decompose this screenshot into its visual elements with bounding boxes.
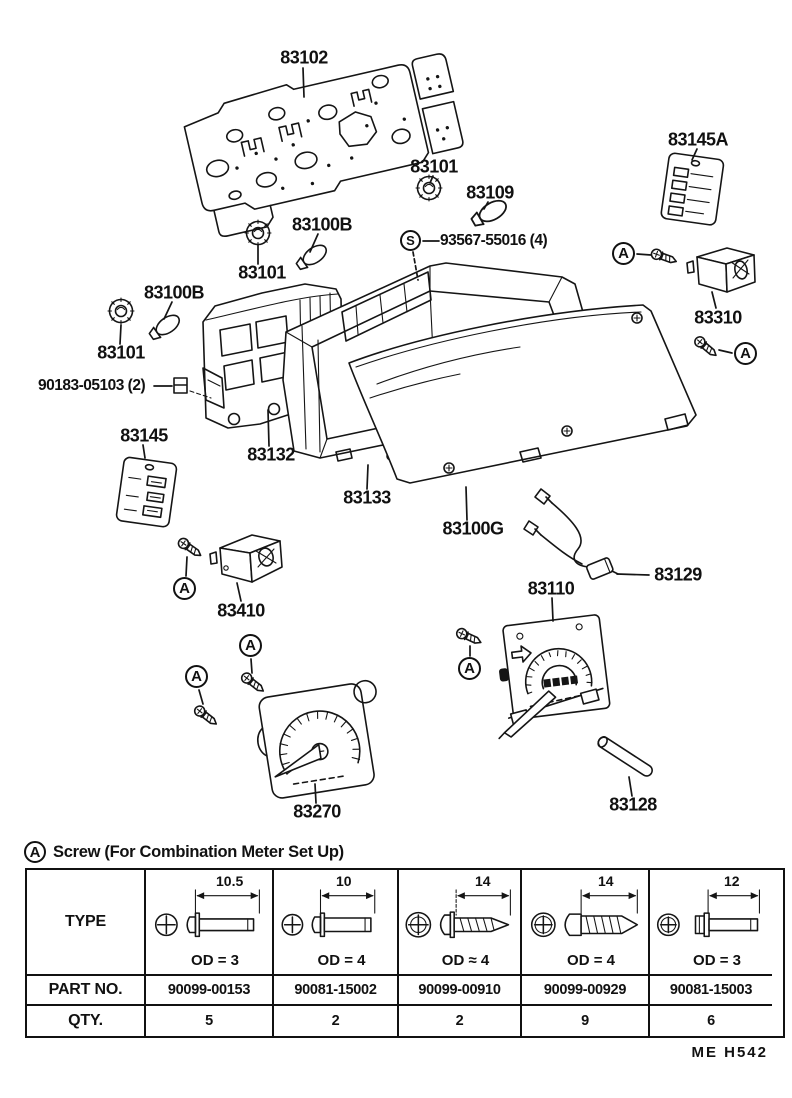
part-no-5: 90081-15003	[650, 976, 772, 1006]
screw-a-2	[692, 334, 720, 360]
part-label-83310: 83310	[694, 307, 742, 328]
speedometer-drawing	[498, 614, 611, 740]
bulb-socket-left	[107, 297, 135, 325]
qty-1: 5	[146, 1006, 274, 1036]
screw-length-3: 14	[475, 873, 491, 889]
screw-a-5	[191, 703, 221, 729]
table-header-qty: QTY.	[27, 1006, 146, 1036]
s-screw-marker: S	[400, 230, 421, 251]
part-label-83128: 83128	[609, 794, 657, 815]
wire-drawing	[523, 488, 619, 580]
part-label-83132: 83132	[247, 444, 295, 465]
screw-length-2: 10	[336, 873, 352, 889]
screw-marker-a-3: A	[173, 577, 196, 600]
qty-5: 6	[707, 1013, 715, 1029]
screw-length-5: 12	[724, 873, 740, 889]
screw-a-4	[238, 670, 268, 696]
part-label-83100g: 83100G	[442, 518, 504, 539]
screw-machine-10-icon	[280, 889, 375, 938]
screw-tapping-14a-icon	[404, 889, 511, 939]
gauge-83410-drawing	[209, 534, 283, 583]
part-label-83100b-upper: 83100B	[291, 214, 353, 235]
part-label-83145a: 83145A	[667, 129, 729, 150]
screw-marker-a-4: A	[239, 634, 262, 657]
screw-length-1: 10.5	[216, 873, 244, 889]
legend-a-marker: A	[24, 841, 46, 863]
gauge-83310-drawing	[686, 247, 756, 293]
part-no-3: 90099-00910	[399, 976, 522, 1006]
screw-marker-a-5: A	[185, 665, 208, 688]
screw-length-4: 14	[598, 873, 614, 889]
part-label-83100b-left: 83100B	[143, 282, 205, 303]
part-label-83109: 83109	[466, 182, 514, 203]
bulb-socket-top	[415, 174, 443, 202]
screw-od-5: OD = 3	[693, 952, 741, 969]
qty-3: 2	[399, 1006, 522, 1036]
screw-a-6	[454, 626, 484, 648]
clip-drawing	[173, 377, 212, 399]
part-label-83410: 83410	[217, 600, 265, 621]
screw-od-4: OD = 4	[567, 952, 615, 969]
screw-a-3	[175, 535, 205, 561]
screw-marker-a-6: A	[458, 657, 481, 680]
part-label-83110: 83110	[527, 578, 575, 599]
meter-glass-drawing	[348, 304, 697, 484]
qty-2: 2	[274, 1006, 399, 1036]
screw-type-cell-1: 10.5 OD = 3	[146, 870, 274, 976]
screw-od-1: OD = 3	[191, 952, 239, 969]
page-code: ME H542	[691, 1044, 768, 1061]
table-header-part-no: PART NO.	[27, 976, 146, 1006]
screw-od-2: OD = 4	[317, 952, 366, 969]
shaft-drawing	[597, 735, 653, 777]
part-label-83101-mid: 83101	[238, 262, 286, 283]
screw-type-cell-2: 10 OD = 4	[274, 870, 399, 976]
legend-text: Screw (For Combination Meter Set Up)	[53, 842, 344, 861]
part-label-83129: 83129	[654, 564, 702, 585]
screw-a-1	[649, 247, 679, 267]
screw-type-cell-3: 14 OD ≈ 4	[399, 870, 522, 976]
screw-marker-a-2: A	[734, 342, 757, 365]
part-label-83101-top: 83101	[410, 156, 458, 177]
circuit-plate-drawing	[183, 53, 464, 238]
bulb-socket-mid	[244, 219, 272, 247]
part-label-83102: 83102	[280, 47, 328, 68]
qty-4: 9	[522, 1006, 650, 1036]
screw-type-cell-5: 12 OD = 3	[650, 870, 772, 976]
part-no-1: 90099-00153	[146, 976, 274, 1006]
part-label-83270: 83270	[293, 801, 341, 822]
part-label-83101-left: 83101	[97, 342, 145, 363]
screw-marker-a-1: A	[612, 242, 635, 265]
exploded-view-drawing	[107, 53, 756, 804]
tachometer-drawing	[257, 679, 377, 799]
leader-lines	[119, 67, 733, 804]
plate-83145a-drawing	[660, 152, 725, 226]
part-label-83133: 83133	[343, 487, 391, 508]
plate-83145-drawing	[115, 456, 178, 528]
screw-machine-12-icon	[656, 889, 760, 938]
part-label-90183: 90183-05103 (2)	[38, 377, 146, 394]
screw-spec-table: TYPE 10.5 OD = 3 10	[25, 868, 785, 1038]
screw-od-3: OD ≈ 4	[441, 952, 490, 969]
part-label-93567: 93567-55016 (4)	[440, 232, 548, 249]
screw-type-cell-4: 14 OD = 4	[522, 870, 650, 976]
part-no-2: 90081-15002	[274, 976, 399, 1006]
part-label-83145: 83145	[120, 425, 168, 446]
screw-machine-10-5-icon	[154, 889, 260, 938]
table-header-type: TYPE	[27, 870, 146, 976]
screw-legend: A Screw (For Combination Meter Set Up)	[24, 841, 344, 863]
screw-tapping-14b-icon	[530, 889, 639, 938]
part-no-4: 90099-00929	[522, 976, 650, 1006]
